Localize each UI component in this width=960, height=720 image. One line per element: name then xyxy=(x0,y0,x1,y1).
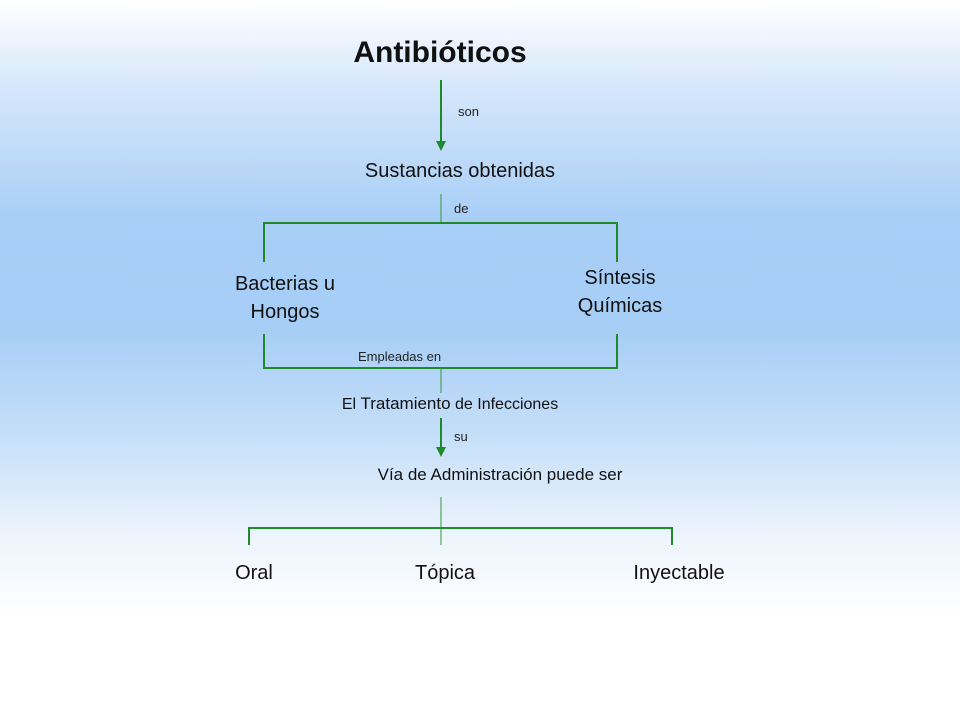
tratamiento-text-1: El xyxy=(341,396,361,413)
node-topica: Tópica xyxy=(414,562,476,584)
tratamiento-text-2: Tratamiento xyxy=(360,394,451,413)
bracket-via xyxy=(248,527,673,545)
node-sintesis-line1: Síntesis xyxy=(584,267,656,289)
node-bacterias-line2: Hongos xyxy=(250,301,320,323)
node-sintesis-line2: Químicas xyxy=(577,295,663,317)
link-label-su: su xyxy=(454,429,468,444)
node-inyectable: Inyectable xyxy=(633,562,725,584)
node-bacterias: Bacterias u Hongos xyxy=(200,270,370,326)
link-label-de: de xyxy=(454,201,469,216)
link-label-son: son xyxy=(458,104,479,119)
node-sustancias: Sustancias obtenidas xyxy=(364,160,556,182)
node-bacterias-line1: Bacterias u xyxy=(234,273,336,295)
tratamiento-text-3: de Infecciones xyxy=(450,396,559,413)
link-label-empleadas: Empleadas en xyxy=(358,349,442,364)
node-tratamiento: El Tratamiento de Infecciones xyxy=(300,394,600,414)
node-sintesis: Síntesis Químicas xyxy=(540,264,700,320)
node-via-administracion: Vía de Administración puede ser xyxy=(377,465,623,484)
diagram-title: Antibióticos xyxy=(353,36,527,69)
bracket-top xyxy=(263,222,618,262)
node-oral: Oral xyxy=(235,562,273,584)
